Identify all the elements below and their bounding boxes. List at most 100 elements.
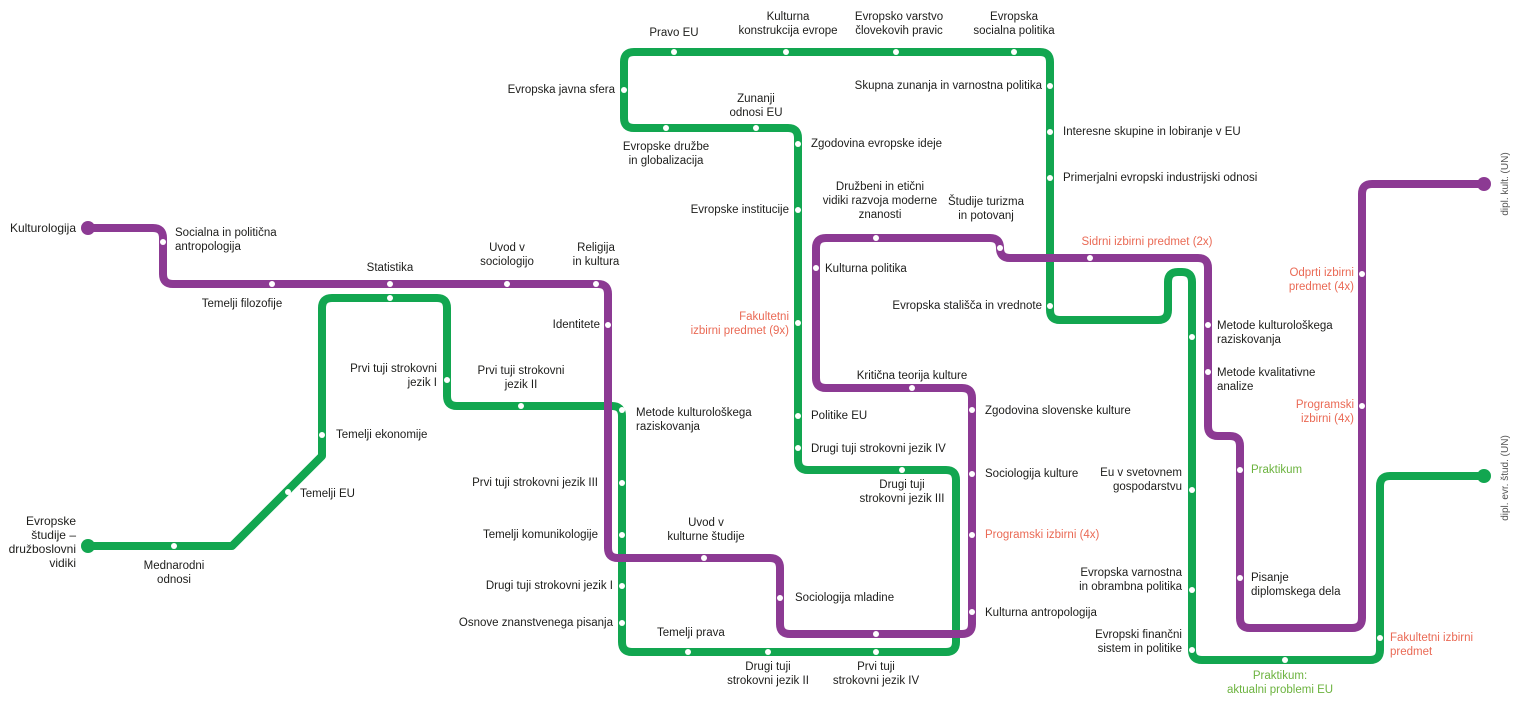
- terminus-evropske-studije: [81, 539, 95, 553]
- station-dot: [969, 609, 975, 615]
- station-label: Drugi tuji strokovni jezik II: [727, 661, 809, 687]
- station-dot: [619, 583, 625, 589]
- station-label: Prvi tuji strokovni jezik I: [350, 363, 437, 389]
- station-dot: [621, 87, 627, 93]
- station-dot: [969, 471, 975, 477]
- station-dot: [319, 432, 325, 438]
- station-dot: [605, 322, 611, 328]
- station-label: Uvod v kulturne študije: [667, 517, 745, 543]
- terminus-label-kulturologija: Kulturologija: [9, 221, 76, 235]
- station-label: Temelji filozofije: [201, 298, 283, 310]
- station-dot: [1047, 83, 1053, 89]
- station-label: Študije turizma in potovanj: [947, 196, 1025, 222]
- station-label: Prvi tuji strokovni jezik II: [477, 365, 565, 391]
- station-label: Interesne skupine in lobiranje v EU: [1063, 126, 1241, 138]
- station-dot: [1359, 271, 1365, 277]
- station-label: Kulturna konstrukcija evrope: [738, 11, 838, 37]
- station-label: Osnove znanstvenega pisanja: [458, 617, 613, 629]
- station-dot: [899, 467, 905, 473]
- station-dot: [783, 49, 789, 55]
- station-label: Sociologija kulture: [985, 468, 1079, 480]
- station-dot: [997, 245, 1003, 251]
- station-dot: [1011, 49, 1017, 55]
- station-label: Identitete: [552, 319, 600, 331]
- station-dot: [593, 281, 599, 287]
- station-dot: [269, 281, 275, 287]
- station-dot: [1359, 403, 1365, 409]
- station-label: Kulturna antropologija: [985, 607, 1097, 619]
- station-label-practice: Praktikum: [1251, 464, 1303, 476]
- terminus-dipl-evr: [1477, 469, 1491, 483]
- station-dot: [444, 377, 450, 383]
- station-label: Drugi tuji strokovni jezik I: [485, 580, 613, 592]
- station-dot: [1047, 175, 1053, 181]
- station-label-elective: Fakultetni izbirni predmet (9x): [690, 311, 789, 337]
- station-label: Zunanji odnosi EU: [729, 93, 783, 119]
- station-label: Drugi tuji strokovni jezik IV: [811, 443, 946, 455]
- station-dot: [387, 281, 393, 287]
- station-dot: [1237, 467, 1243, 473]
- station-label: Kulturna politika: [825, 263, 907, 275]
- station-dot: [619, 407, 625, 413]
- station-label-practice: Praktikum: aktualni problemi EU: [1226, 670, 1334, 696]
- station-dot: [909, 385, 915, 391]
- station-dot: [1047, 129, 1053, 135]
- station-label: Sociologija mladine: [795, 592, 895, 604]
- station-dot: [285, 489, 291, 495]
- station-dot: [753, 125, 759, 131]
- station-dot: [795, 141, 801, 147]
- station-label: Pisanje diplomskega dela: [1251, 572, 1341, 598]
- purple-line-culturology: [84, 180, 1488, 638]
- station-label: Metode kvalitativne analize: [1217, 367, 1316, 393]
- station-label: Prvi tuji strokovni jezik III: [472, 477, 598, 489]
- station-dot: [969, 532, 975, 538]
- station-label: Politike EU: [811, 410, 868, 422]
- station-dot: [701, 555, 707, 561]
- station-label: Temelji EU: [300, 488, 355, 500]
- station-dot: [873, 631, 879, 637]
- station-label-elective: Sidrni izbirni predmet (2x): [1081, 236, 1213, 248]
- station-label: Kritična teorija kulture: [856, 370, 968, 382]
- station-label: Socialna in politična antropologija: [175, 227, 277, 253]
- station-dot: [663, 125, 669, 131]
- station-dot: [1237, 575, 1243, 581]
- station-label: Zgodovina slovenske kulture: [985, 405, 1131, 417]
- station-label: Pravo EU: [649, 27, 699, 39]
- station-dot: [795, 320, 801, 326]
- station-dot: [873, 649, 879, 655]
- station-dot: [873, 235, 879, 241]
- station-dot: [1189, 487, 1195, 493]
- station-dot: [969, 407, 975, 413]
- station-label: Evropska varnostna in obrambna politika: [1079, 567, 1182, 593]
- station-label: Temelji komunikologije: [482, 529, 598, 541]
- station-dot: [1189, 587, 1195, 593]
- station-label: Evropska javna sfera: [507, 84, 615, 96]
- station-label: Metode kulturološkega raziskovanja: [1217, 320, 1333, 346]
- station-dot: [1189, 334, 1195, 340]
- station-label-elective: Programski izbirni (4x): [985, 529, 1100, 541]
- station-label: Statistika: [366, 262, 414, 274]
- station-dot: [171, 543, 177, 549]
- station-label: Religija in kultura: [572, 242, 620, 268]
- station-dot: [795, 413, 801, 419]
- station-dot: [685, 649, 691, 655]
- terminus-label-dipl-evr: dipl. evr. štud. (UN): [1500, 435, 1511, 521]
- station-label-elective: Odprti izbirni predmet (4x): [1288, 267, 1354, 293]
- station-dot: [795, 445, 801, 451]
- station-label: Evropske družbe in globalizacija: [622, 141, 710, 167]
- station-dot: [777, 595, 783, 601]
- station-dot: [1205, 369, 1211, 375]
- station-dot: [619, 620, 625, 626]
- station-label-elective: Fakultetni izbirni predmet: [1390, 632, 1474, 658]
- terminus-kulturologija: [81, 221, 95, 235]
- station-dot: [893, 49, 899, 55]
- station-label: Mednarodni odnosi: [143, 560, 205, 586]
- station-label-elective: Programski izbirni (4x): [1295, 399, 1354, 425]
- station-label: Družbeni in etični vidiki razvoja modern…: [822, 181, 938, 221]
- station-dot: [1282, 657, 1288, 663]
- station-label: Primerjalni evropski industrijski odnosi: [1063, 172, 1258, 184]
- station-dot: [387, 295, 393, 301]
- station-dot: [1087, 255, 1093, 261]
- station-dot: [795, 207, 801, 213]
- station-dot: [765, 649, 771, 655]
